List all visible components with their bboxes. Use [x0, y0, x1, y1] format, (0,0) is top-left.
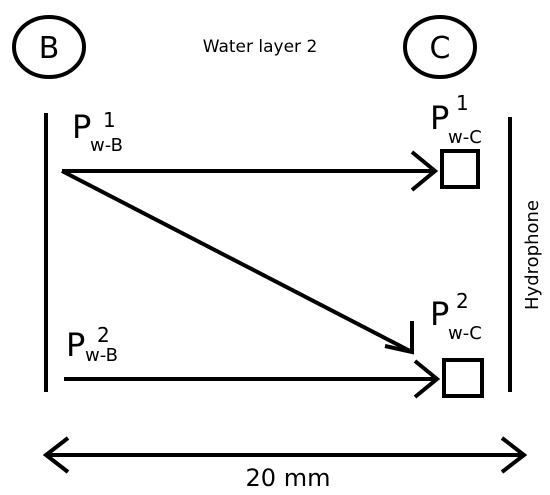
label-p2-wc: P 2 w-C [430, 289, 482, 344]
p1-wc-main: P [430, 99, 449, 137]
p1-wc-sub: w-C [448, 127, 482, 148]
label-p1-wb: P 1 w-B [72, 108, 123, 156]
arrow-upper-head [410, 150, 439, 192]
node-b-label: B [39, 31, 60, 66]
node-c-circle [403, 15, 477, 79]
p1-wb-sub: w-B [90, 135, 123, 156]
scale-bar-right-head [500, 436, 528, 474]
arrow-diagonal [61, 169, 414, 355]
diagram-title: Water layer 2 [203, 37, 318, 57]
scale-bar [42, 436, 528, 474]
scale-label: 20 mm [246, 464, 331, 492]
scale-bar-left-head [42, 436, 70, 474]
node-b-circle [12, 15, 86, 79]
arrow-lower-direct [64, 359, 441, 399]
p2-wb-sup: 2 [97, 323, 110, 347]
p2-wc-main: P [430, 295, 449, 333]
arrow-upper-direct [62, 150, 439, 192]
arrow-diagonal-head [384, 321, 414, 355]
p1-wb-main: P [72, 108, 91, 146]
label-p2-wb: P 2 w-B [66, 323, 118, 366]
label-p1-wc: P 1 w-C [430, 91, 482, 148]
node-b: B [12, 15, 86, 79]
p2-wb-sub: w-B [85, 345, 118, 366]
p2-wb-main: P [66, 326, 85, 364]
p1-wc-sup: 1 [456, 91, 469, 115]
receiver-box-upper [440, 149, 480, 189]
node-c: C [403, 15, 477, 79]
p1-wb-sup: 1 [103, 108, 116, 132]
node-c-label: C [430, 31, 451, 66]
receiver-box-lower [442, 358, 484, 398]
p2-wc-sub: w-C [448, 323, 482, 344]
arrow-lower-head [413, 359, 441, 399]
p2-wc-sup: 2 [456, 289, 469, 313]
arrow-diagonal-shaft [61, 169, 413, 354]
hydrophone-label: Hydrophone [522, 200, 543, 310]
